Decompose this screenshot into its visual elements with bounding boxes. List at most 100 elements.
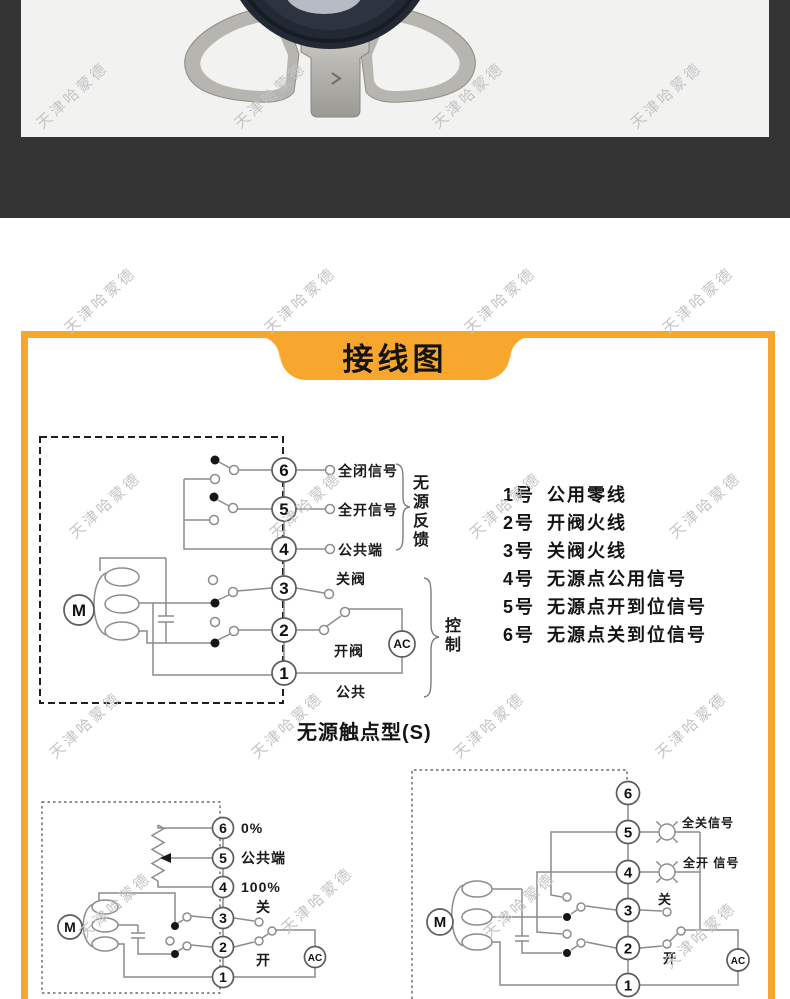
terminal-number: 2号 xyxy=(503,513,536,533)
switch-contacts xyxy=(207,455,351,648)
terminal-list-item: 3号关阀火线 xyxy=(503,542,707,560)
svg-text:3: 3 xyxy=(219,910,227,926)
motor-symbol: M xyxy=(57,899,119,952)
svg-text:AC: AC xyxy=(731,956,745,967)
switch-contacts xyxy=(165,912,277,958)
ac-source-symbol: AC xyxy=(303,945,327,969)
terminal-description: 公用零线 xyxy=(547,485,628,505)
svg-text:6: 6 xyxy=(219,820,227,836)
ac-source-symbol: AC xyxy=(388,630,416,658)
watermark-text: 天津哈蒙德 xyxy=(261,264,340,338)
control-group-label: 控制 xyxy=(442,617,459,655)
actuator-boundary-box xyxy=(39,436,284,704)
label-close: 关 xyxy=(658,892,672,907)
terminal-list-item: 6号无源点关到位信号 xyxy=(503,626,707,644)
svg-text:M: M xyxy=(434,914,447,931)
valve-actuator-image xyxy=(184,0,476,118)
product-photo-frame xyxy=(0,0,790,218)
svg-text:5: 5 xyxy=(219,850,227,866)
label-close-valve: 关阀 xyxy=(336,571,366,587)
label-close: 关 xyxy=(256,899,271,915)
mounting-tab xyxy=(300,25,370,118)
watermark-text: 天津哈蒙德 xyxy=(659,264,738,338)
left-wing-bracket xyxy=(184,7,300,103)
terminal-number: 1号 xyxy=(503,485,536,505)
product-photo xyxy=(21,0,769,137)
wiring-diagram-card xyxy=(21,331,775,999)
label-open: 开 xyxy=(256,952,271,968)
tab-chevron-mark xyxy=(331,72,342,85)
main-wiring-diagram: M 6 5 4 3 2 1 AC 全闭信号 全开信号 公共端 关阀 xyxy=(39,436,440,704)
ac-source-symbol: AC xyxy=(726,948,750,972)
open-lamp-icon xyxy=(655,860,679,884)
label-full-open-signal: 全开信号 xyxy=(337,502,398,518)
terminal-description: 关阀火线 xyxy=(547,541,628,561)
terminal-list-item: 4号无源点公用信号 xyxy=(503,570,707,588)
label-common: 公共 xyxy=(336,684,366,700)
terminal-number: 4号 xyxy=(503,569,536,589)
label-full-close-signal: 全关信号 xyxy=(681,815,734,830)
terminal-number: 6号 xyxy=(503,625,536,645)
feedback-group-label: 无源反馈 xyxy=(410,474,427,550)
svg-text:5: 5 xyxy=(279,500,288,519)
right-wing-bracket xyxy=(360,7,476,103)
svg-text:3: 3 xyxy=(279,579,288,598)
diagram-caption: 无源触点型(S) xyxy=(297,722,432,744)
terminal-description: 无源点公用信号 xyxy=(547,569,688,589)
svg-text:3: 3 xyxy=(624,903,632,920)
terminal-list: 1号公用零线 2号开阀火线 3号关阀火线 4号无源点公用信号 5号无源点开到位信… xyxy=(503,486,707,644)
potentiometer-wiper-arrow xyxy=(160,853,171,863)
wires xyxy=(82,824,316,978)
terminal-description: 无源点开到位信号 xyxy=(547,597,708,617)
svg-text:5: 5 xyxy=(624,825,632,842)
terminal-number: 5号 xyxy=(503,597,536,617)
svg-text:AC: AC xyxy=(393,637,411,651)
terminals: 6 5 4 3 2 1 xyxy=(615,780,641,998)
motor-symbol: M xyxy=(63,567,140,641)
actuator-boundary-box xyxy=(41,801,221,994)
motor-symbol: M xyxy=(426,880,493,951)
label-100-percent: 100% xyxy=(241,879,281,895)
label-open-valve: 开阀 xyxy=(334,643,364,659)
terminal-description: 无源点关到位信号 xyxy=(547,625,708,645)
svg-text:4: 4 xyxy=(624,865,633,882)
svg-text:1: 1 xyxy=(219,969,227,985)
terminal-number: 3号 xyxy=(503,541,536,561)
svg-text:M: M xyxy=(64,919,76,935)
watermark-text: 天津哈蒙德 xyxy=(61,264,140,338)
svg-text:AC: AC xyxy=(308,953,322,964)
watermark-text: 天津哈蒙德 xyxy=(461,264,540,338)
terminal-description: 开阀火线 xyxy=(547,513,628,533)
terminal-list-item: 1号公用零线 xyxy=(503,486,707,504)
svg-text:1: 1 xyxy=(624,978,632,995)
label-common-terminal: 公共端 xyxy=(338,542,383,558)
svg-text:6: 6 xyxy=(279,461,288,480)
indicator-lamp-icons xyxy=(655,820,679,884)
svg-text:1: 1 xyxy=(279,664,288,683)
label-open: 开 xyxy=(663,951,677,966)
control-group-brace xyxy=(423,577,440,698)
feedback-group-brace xyxy=(395,463,411,551)
svg-text:M: M xyxy=(72,601,86,620)
terminals: 6 5 4 3 2 1 xyxy=(211,816,235,989)
svg-text:4: 4 xyxy=(219,879,227,895)
svg-text:4: 4 xyxy=(279,540,289,559)
svg-text:2: 2 xyxy=(624,941,632,958)
svg-text:6: 6 xyxy=(624,786,632,803)
svg-text:2: 2 xyxy=(279,621,288,640)
actuator-body xyxy=(240,0,420,49)
close-lamp-icon xyxy=(655,820,679,844)
lamp-feedback-wiring-diagram: M 6 5 4 3 2 xyxy=(411,769,750,999)
actuator-boundary-box xyxy=(411,769,628,999)
section-banner: 接线图 xyxy=(258,331,532,380)
terminal-list-item: 2号开阀火线 xyxy=(503,514,707,532)
switch-contacts xyxy=(562,892,686,957)
label-full-open-signal: 全开 信号 xyxy=(682,855,739,870)
svg-text:2: 2 xyxy=(219,939,227,955)
label-0-percent: 0% xyxy=(241,820,263,836)
label-full-close-signal: 全闭信号 xyxy=(337,463,398,479)
terminal-list-item: 5号无源点开到位信号 xyxy=(503,598,707,616)
potentiometer-wiring-diagram: M 6 5 4 3 2 1 AC 0% 公共端 100% 关 开 xyxy=(41,801,327,994)
label-common-terminal: 公共端 xyxy=(241,850,286,866)
